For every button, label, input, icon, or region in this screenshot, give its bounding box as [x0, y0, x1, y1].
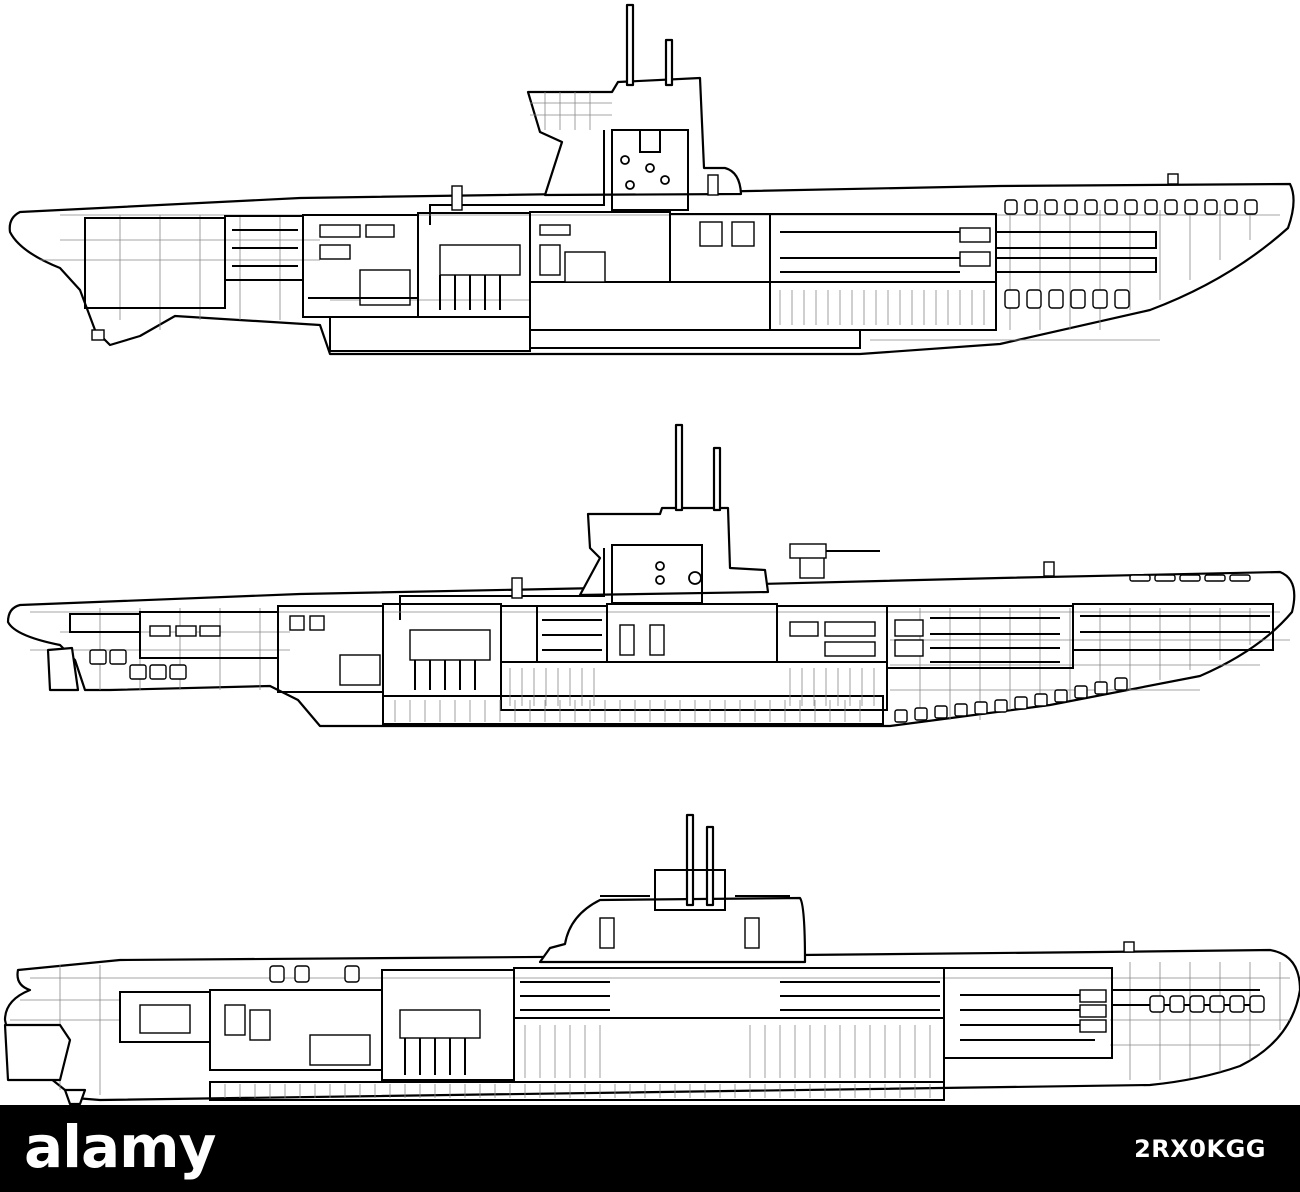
- brand-logo-text: alamy: [24, 1113, 216, 1181]
- submarine-bottom-periscope-2: [705, 825, 715, 907]
- submarine-bottom-periscope-1: [685, 813, 695, 907]
- image-code: 2RX0KGG: [1134, 1135, 1266, 1163]
- submarine-bottom-conning-tower: [538, 896, 807, 964]
- submarine-bottom-bow-tanks: [269, 965, 1265, 1013]
- submarine-middle-bow-tanks: [89, 574, 1251, 723]
- submarine-middle: [6, 423, 1296, 728]
- submarine-middle-deck-gun: [789, 543, 1055, 579]
- submarine-middle-periscope-1: [674, 423, 684, 512]
- submarine-top-bow-tanks: [1004, 199, 1258, 309]
- submarine-top-periscope-2: [664, 38, 674, 87]
- submarine-middle-periscope-2: [712, 446, 722, 512]
- watermark-footer-bar: alamy 2RX0KGG: [0, 1105, 1300, 1192]
- submarine-cutaway-drawings: [3, 3, 1300, 1105]
- submarine-bottom: [3, 813, 1300, 1105]
- submarine-middle-conning-tower: [578, 506, 770, 597]
- submarine-top: [8, 3, 1295, 356]
- submarine-top-periscope-1: [625, 3, 635, 87]
